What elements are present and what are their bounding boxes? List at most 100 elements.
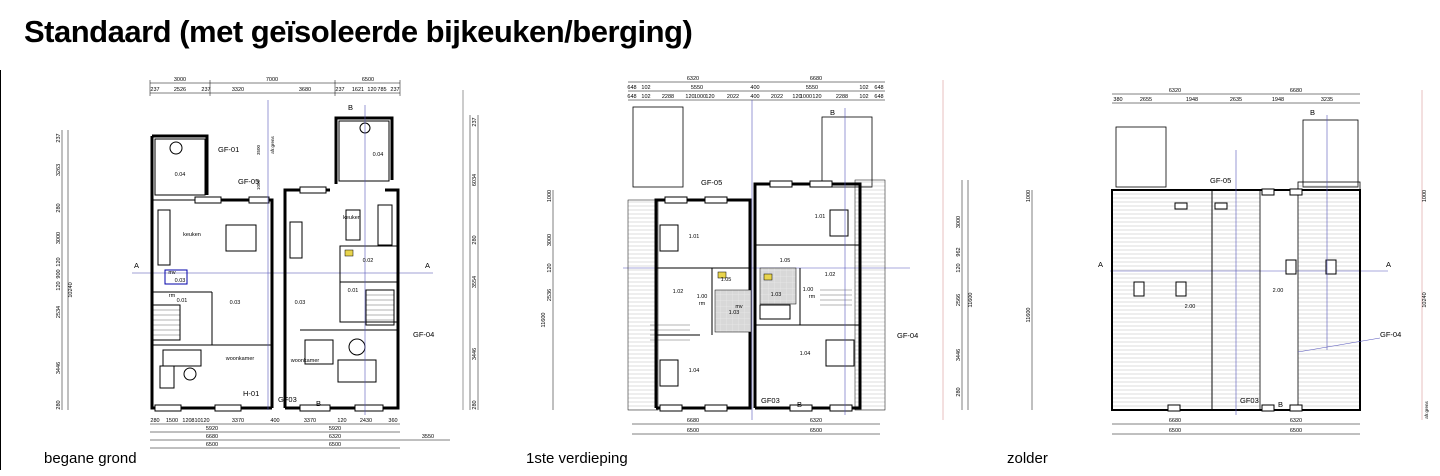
- dim-top: 102: [641, 85, 650, 91]
- dim-top: 648: [627, 94, 636, 100]
- dim-bottom: 6500: [206, 442, 218, 448]
- room-label: rm: [169, 293, 176, 299]
- annotation-label: H-01: [243, 389, 259, 398]
- annotation-label: GF-04: [897, 331, 918, 340]
- dim-left: 280: [56, 203, 62, 212]
- room-label: 1.04: [689, 368, 700, 374]
- dim-right: 11600: [968, 293, 974, 308]
- room-label: rm: [809, 294, 816, 300]
- room-label: 0.03: [295, 300, 306, 306]
- section-marker: B: [1310, 108, 1315, 117]
- dim-top-sub: 785: [377, 87, 386, 93]
- section-marker: A: [425, 261, 430, 270]
- dim-bottom: 6500: [1290, 428, 1302, 434]
- room-label: 1.00: [697, 294, 708, 300]
- dim-bottom: 6680: [687, 418, 699, 424]
- room-label: 1.02: [673, 289, 684, 295]
- dim-left-total: 10240: [68, 282, 74, 297]
- annotation-label: GF-05: [701, 178, 722, 187]
- room-label: 1.01: [815, 214, 826, 220]
- room-label: woonkamer: [290, 358, 320, 364]
- dim-top-sub: 3680: [299, 87, 311, 93]
- dim-left: 1000: [1026, 190, 1032, 202]
- dim-top: 3235: [1321, 97, 1333, 103]
- room-label: 0.01: [348, 288, 359, 294]
- dim-top: 102: [859, 85, 868, 91]
- room-label: rm: [699, 301, 706, 307]
- dim-right: 280: [472, 400, 478, 409]
- dim-right: 3446: [956, 349, 962, 361]
- section-marker: A: [1386, 260, 1391, 269]
- annotation-label: GF-04: [1380, 330, 1401, 339]
- annotation-small: 1000: [256, 179, 261, 190]
- section-marker: B: [830, 108, 835, 117]
- dim-top: 1000: [694, 94, 706, 100]
- dim-top-sub: 1621: [352, 87, 364, 93]
- caption-attic: zolder: [1007, 450, 1048, 467]
- section-marker: B: [316, 399, 321, 408]
- dim-top-1: 3000: [174, 77, 186, 83]
- dim-bottom: 6500: [329, 442, 341, 448]
- dim-bottom: 6500: [810, 428, 822, 434]
- dim-bottom: 6320: [329, 434, 341, 440]
- annotation-label: GF03: [1240, 396, 1259, 405]
- caption-first-floor: 1ste verdieping: [526, 450, 628, 467]
- plan-ground-floor: 3000 7000 6500 237 2526 237 3320 3680 23…: [56, 77, 479, 449]
- dim-left: 120: [56, 281, 62, 290]
- dim-bottom: 3370: [232, 418, 244, 424]
- dim-bottom: 2430: [360, 418, 372, 424]
- annotation-label: GF03: [761, 396, 780, 405]
- dim-top: 648: [874, 94, 883, 100]
- dim-bottom: 120: [337, 418, 346, 424]
- dim-top: 120: [812, 94, 821, 100]
- dim-top: 1948: [1186, 97, 1198, 103]
- room-label: 1.03: [729, 310, 740, 316]
- room-label: 1.05: [721, 277, 732, 283]
- dim-top: 120: [792, 94, 801, 100]
- dim-top: 102: [641, 94, 650, 100]
- dim-right: 3000: [956, 216, 962, 228]
- annotation-small: 3500: [256, 144, 261, 155]
- dim-top-3: 6500: [362, 77, 374, 83]
- annotation-label: GF-01: [218, 145, 239, 154]
- dim-top: 6680: [1290, 88, 1302, 94]
- dim-bottom: 280: [150, 418, 159, 424]
- plan-first-floor: 6320 6680 648 102 5550 400 5550 102 648 …: [541, 76, 974, 435]
- dim-left: 120: [56, 257, 62, 266]
- room-label: 2.00: [1185, 304, 1196, 310]
- dim-bottom: 5920: [329, 426, 341, 432]
- dim-top: 6320: [687, 76, 699, 82]
- dim-right: 3446: [472, 348, 478, 360]
- dim-top-sub: 3320: [232, 87, 244, 93]
- dim-bottom: 360: [388, 418, 397, 424]
- dim-bottom: 120: [182, 418, 191, 424]
- dim-top: 400: [750, 85, 759, 91]
- dim-bottom: 400: [270, 418, 279, 424]
- dim-right: 120: [956, 263, 962, 272]
- dim-top-2: 7000: [266, 77, 278, 83]
- room-label: 1.01: [689, 234, 700, 240]
- dim-top-sub: 237: [335, 87, 344, 93]
- room-label: 0.03: [230, 300, 241, 306]
- dim-right: 3554: [472, 276, 478, 288]
- dim-right: 2566: [956, 294, 962, 306]
- dim-top: 648: [874, 85, 883, 91]
- dim-top-sub: 237: [150, 87, 159, 93]
- dim-bottom: 810: [191, 418, 200, 424]
- room-label: 0.04: [175, 172, 186, 178]
- dim-left: 3263: [56, 164, 62, 176]
- room-label: 1.04: [800, 351, 811, 357]
- annotation-small: afr.grens: [270, 135, 275, 153]
- room-label: woonkamer: [225, 356, 255, 362]
- room-label: 0.04: [373, 152, 384, 158]
- dim-top: 2655: [1140, 97, 1152, 103]
- dim-bottom: 5920: [206, 426, 218, 432]
- dim-bottom: 3550: [422, 434, 434, 440]
- dim-bottom: 6500: [1169, 428, 1181, 434]
- dim-left: 11600: [541, 313, 547, 328]
- dim-bottom: 6320: [810, 418, 822, 424]
- dim-bottom: 1500: [166, 418, 178, 424]
- dim-left: 280: [56, 400, 62, 409]
- dim-left: 2536: [547, 289, 553, 301]
